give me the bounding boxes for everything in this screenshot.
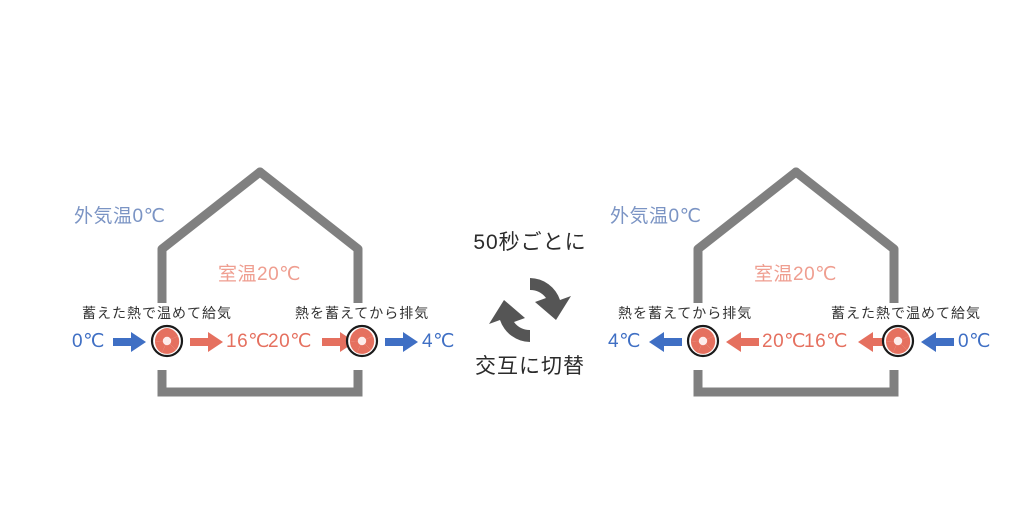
- left-outdoor-temp-label: 外気温0℃: [74, 206, 166, 227]
- left-house-outline: [157, 167, 363, 397]
- arrow-left-red-icon: [858, 332, 891, 352]
- left-supply-fan-icon: [150, 324, 184, 358]
- right-exhaust-outlet-temp: 4℃: [608, 331, 641, 352]
- left-supply-inlet-temp: 0℃: [72, 331, 105, 352]
- right-supply-fan-icon: [881, 324, 915, 358]
- right-house-group: 外気温0℃ 室温20℃ 熱を蓄えてから排気 4℃ 20℃ 蓄えた熱で温めて給気: [576, 0, 996, 520]
- right-exhaust-inlet-temp: 20℃: [762, 331, 806, 352]
- right-room-temp-label: 室温20℃: [754, 264, 837, 285]
- left-exhaust-caption: 熱を蓄えてから排気: [295, 305, 430, 321]
- right-outdoor-temp-label: 外気温0℃: [610, 206, 702, 227]
- left-house-group: 外気温0℃ 室温20℃ 蓄えた熱で温めて給気 0℃ 16℃ 熱を蓄えてから排気: [40, 0, 460, 520]
- swap-interval-label: 50秒ごとに: [473, 231, 587, 254]
- arrow-right-blue-icon: [385, 332, 418, 352]
- left-exhaust-fan-icon: [345, 324, 379, 358]
- swap-indicator-group: 50秒ごとに 交互に切替: [440, 0, 620, 520]
- arrow-right-blue-icon: [113, 332, 146, 352]
- left-room-temp-label: 室温20℃: [218, 264, 301, 285]
- left-supply-outlet-temp: 16℃: [226, 331, 270, 352]
- left-supply-caption: 蓄えた熱で温めて給気: [82, 305, 232, 321]
- left-exhaust-inlet-temp: 20℃: [268, 331, 312, 352]
- arrow-left-blue-icon: [921, 332, 954, 352]
- left-exhaust-outlet-temp: 4℃: [422, 331, 455, 352]
- swap-mode-label: 交互に切替: [475, 355, 585, 378]
- arrow-left-red-icon: [726, 332, 759, 352]
- cycle-swap-icon: [489, 278, 571, 342]
- arrow-right-red-icon: [190, 332, 223, 352]
- right-house-outline: [693, 167, 899, 397]
- right-exhaust-fan-icon: [686, 324, 720, 358]
- arrow-left-blue-icon: [649, 332, 682, 352]
- right-supply-inlet-temp: 0℃: [958, 331, 991, 352]
- right-exhaust-caption: 熱を蓄えてから排気: [618, 305, 753, 321]
- right-supply-caption: 蓄えた熱で温めて給気: [831, 305, 981, 321]
- right-supply-outlet-temp: 16℃: [804, 331, 848, 352]
